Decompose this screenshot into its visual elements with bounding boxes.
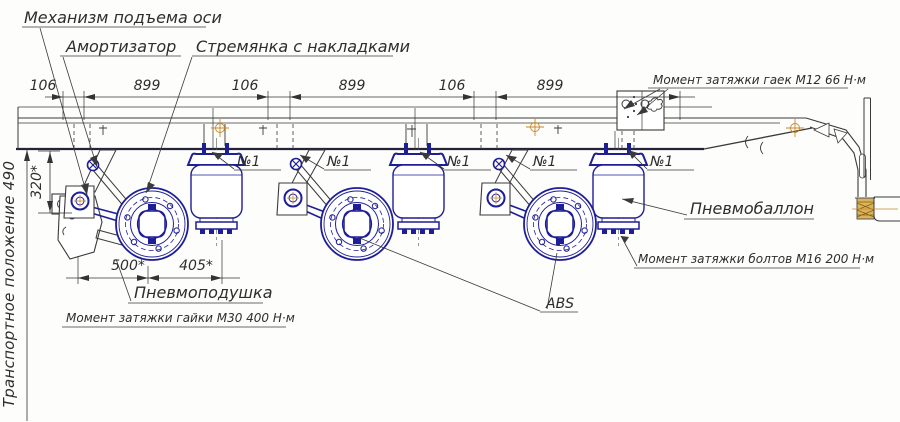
- label-air-bag: Пневмобаллон: [690, 199, 814, 218]
- coupling-bushing: [856, 197, 875, 220]
- label-lift-mechanism: Механизм подъема оси: [24, 8, 222, 27]
- wheel-drum-3: [523, 187, 597, 261]
- label-shock-absorber: Амортизатор: [65, 37, 176, 56]
- label-u-bolt: Стремянка с накладками: [196, 37, 410, 56]
- position-label-2: №1: [326, 154, 350, 170]
- left-dimensions: [24, 148, 72, 421]
- torque-note-m16: Момент затяжки болтов М16 200 Н·м: [638, 252, 874, 266]
- position-label-4: №1: [532, 154, 556, 170]
- wheel-drum-1: [115, 187, 189, 261]
- transport-position-label: Транспортное положение 490: [0, 161, 18, 408]
- brace-1: [80, 149, 117, 193]
- dim-320: 320*: [29, 165, 45, 199]
- position-label-5: №1: [649, 154, 673, 170]
- dim-899-1: 899: [134, 78, 161, 94]
- axle-assembly-3: [479, 137, 648, 261]
- hanger-bracket-3: [479, 182, 511, 216]
- dim-106-1: 106: [30, 78, 57, 94]
- top-dimension-chain: [45, 91, 695, 120]
- bottom-dimensions: [66, 240, 240, 284]
- dim-899-3: 899: [537, 78, 564, 94]
- label-abs: ABS: [545, 296, 574, 312]
- rear-gooseneck: [805, 97, 900, 222]
- frame-reference-marks: [211, 118, 804, 137]
- axle-assembly-1: [51, 137, 246, 261]
- abs-sensor-3: [556, 242, 560, 246]
- air-spring-3: [589, 137, 648, 247]
- hanger-bracket-2: [276, 182, 308, 216]
- dim-899-2: 899: [339, 78, 366, 94]
- axle-assembly-2: [276, 137, 448, 261]
- position-label-3: №1: [446, 154, 470, 170]
- air-spring-2: [389, 137, 448, 247]
- position-label-1: №1: [236, 154, 260, 170]
- abs-sensor-2: [355, 238, 359, 242]
- torque-note-m12: Момент затяжки гаек М12 66 Н·м: [653, 73, 866, 87]
- torque-note-m30: Момент затяжки гайки М30 400 Н·м: [66, 311, 295, 325]
- callout-leaders: [22, 26, 860, 328]
- trailer-frame: [16, 106, 813, 155]
- dim-405: 405*: [179, 258, 213, 274]
- wheel-drum-2: [320, 187, 394, 261]
- dim-106-2: 106: [232, 78, 259, 94]
- label-air-cushion: Пневмоподушка: [134, 283, 273, 302]
- dim-106-3: 106: [439, 78, 466, 94]
